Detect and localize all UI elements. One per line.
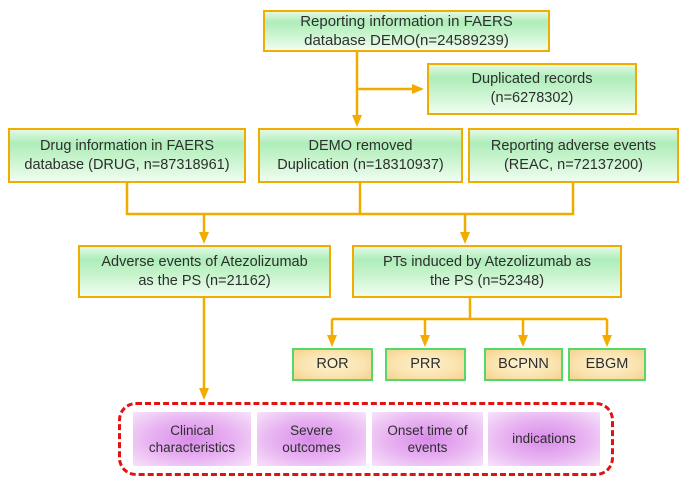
box-demo-line1: DEMO removed (308, 137, 413, 154)
analyses-dashed-container (118, 402, 614, 476)
box-method-bcpnn: BCPNN (484, 348, 563, 381)
box-reporting-line2: database DEMO(n=24589239) (304, 32, 509, 49)
box-adverse-events-line2: as the PS (n=21162) (138, 272, 271, 289)
analysis-severe-label: Severe outcomes (282, 422, 341, 455)
analysis-onset-label: Onset time of events (387, 422, 468, 455)
box-duplicated-records: Duplicated records (n=6278302) (427, 63, 637, 115)
box-pts-line1: PTs induced by Atezolizumab as (383, 253, 591, 270)
box-onset-time: Onset time of events (372, 412, 483, 466)
box-adverse-events: Adverse events of Atezolizumab as the PS… (78, 245, 331, 298)
box-adverse-events-line1: Adverse events of Atezolizumab (101, 253, 308, 270)
box-pts-line2: the PS (n=52348) (429, 272, 545, 289)
connector-bus-methods (332, 298, 607, 321)
analysis-indications-label: indications (512, 431, 576, 447)
box-duplicated-line2: (n=6278302) (490, 90, 574, 106)
method-ror-label: ROR (316, 356, 349, 373)
box-reac-line1: Reporting adverse events (490, 137, 657, 154)
box-indications: indications (488, 412, 600, 466)
box-method-ror: ROR (292, 348, 373, 381)
box-duplicated-line1: Duplicated records (471, 71, 593, 88)
box-method-ebgm: EBGM (568, 348, 646, 381)
box-demo-removed: DEMO removed Duplication (n=18310937) (258, 128, 463, 183)
box-reac: Reporting adverse events (REAC, n=721372… (468, 128, 679, 183)
method-bcpnn-label: BCPNN (498, 356, 549, 373)
method-ebgm-label: EBGM (585, 356, 629, 373)
connector-bus-row2 (125, 183, 575, 216)
box-drug-information: Drug information in FAERS database (DRUG… (8, 128, 246, 183)
box-severe-outcomes: Severe outcomes (257, 412, 366, 466)
box-clinical-characteristics: Clinical characteristics (133, 412, 251, 466)
box-method-prr: PRR (385, 348, 466, 381)
box-drug-line2: database (DRUG, n=87318961) (24, 156, 230, 173)
box-pts: PTs induced by Atezolizumab as the PS (n… (352, 245, 622, 298)
analysis-clinical-label: Clinical characteristics (148, 422, 236, 455)
box-drug-line1: Drug information in FAERS (39, 137, 215, 154)
method-prr-label: PRR (410, 356, 441, 373)
box-reporting-faers: Reporting information in FAERS database … (263, 10, 550, 52)
box-reac-line2: (REAC, n=72137200) (503, 156, 644, 173)
box-reporting-line1: Reporting information in FAERS (300, 12, 513, 30)
box-demo-line2: Duplication (n=18310937) (277, 156, 444, 173)
